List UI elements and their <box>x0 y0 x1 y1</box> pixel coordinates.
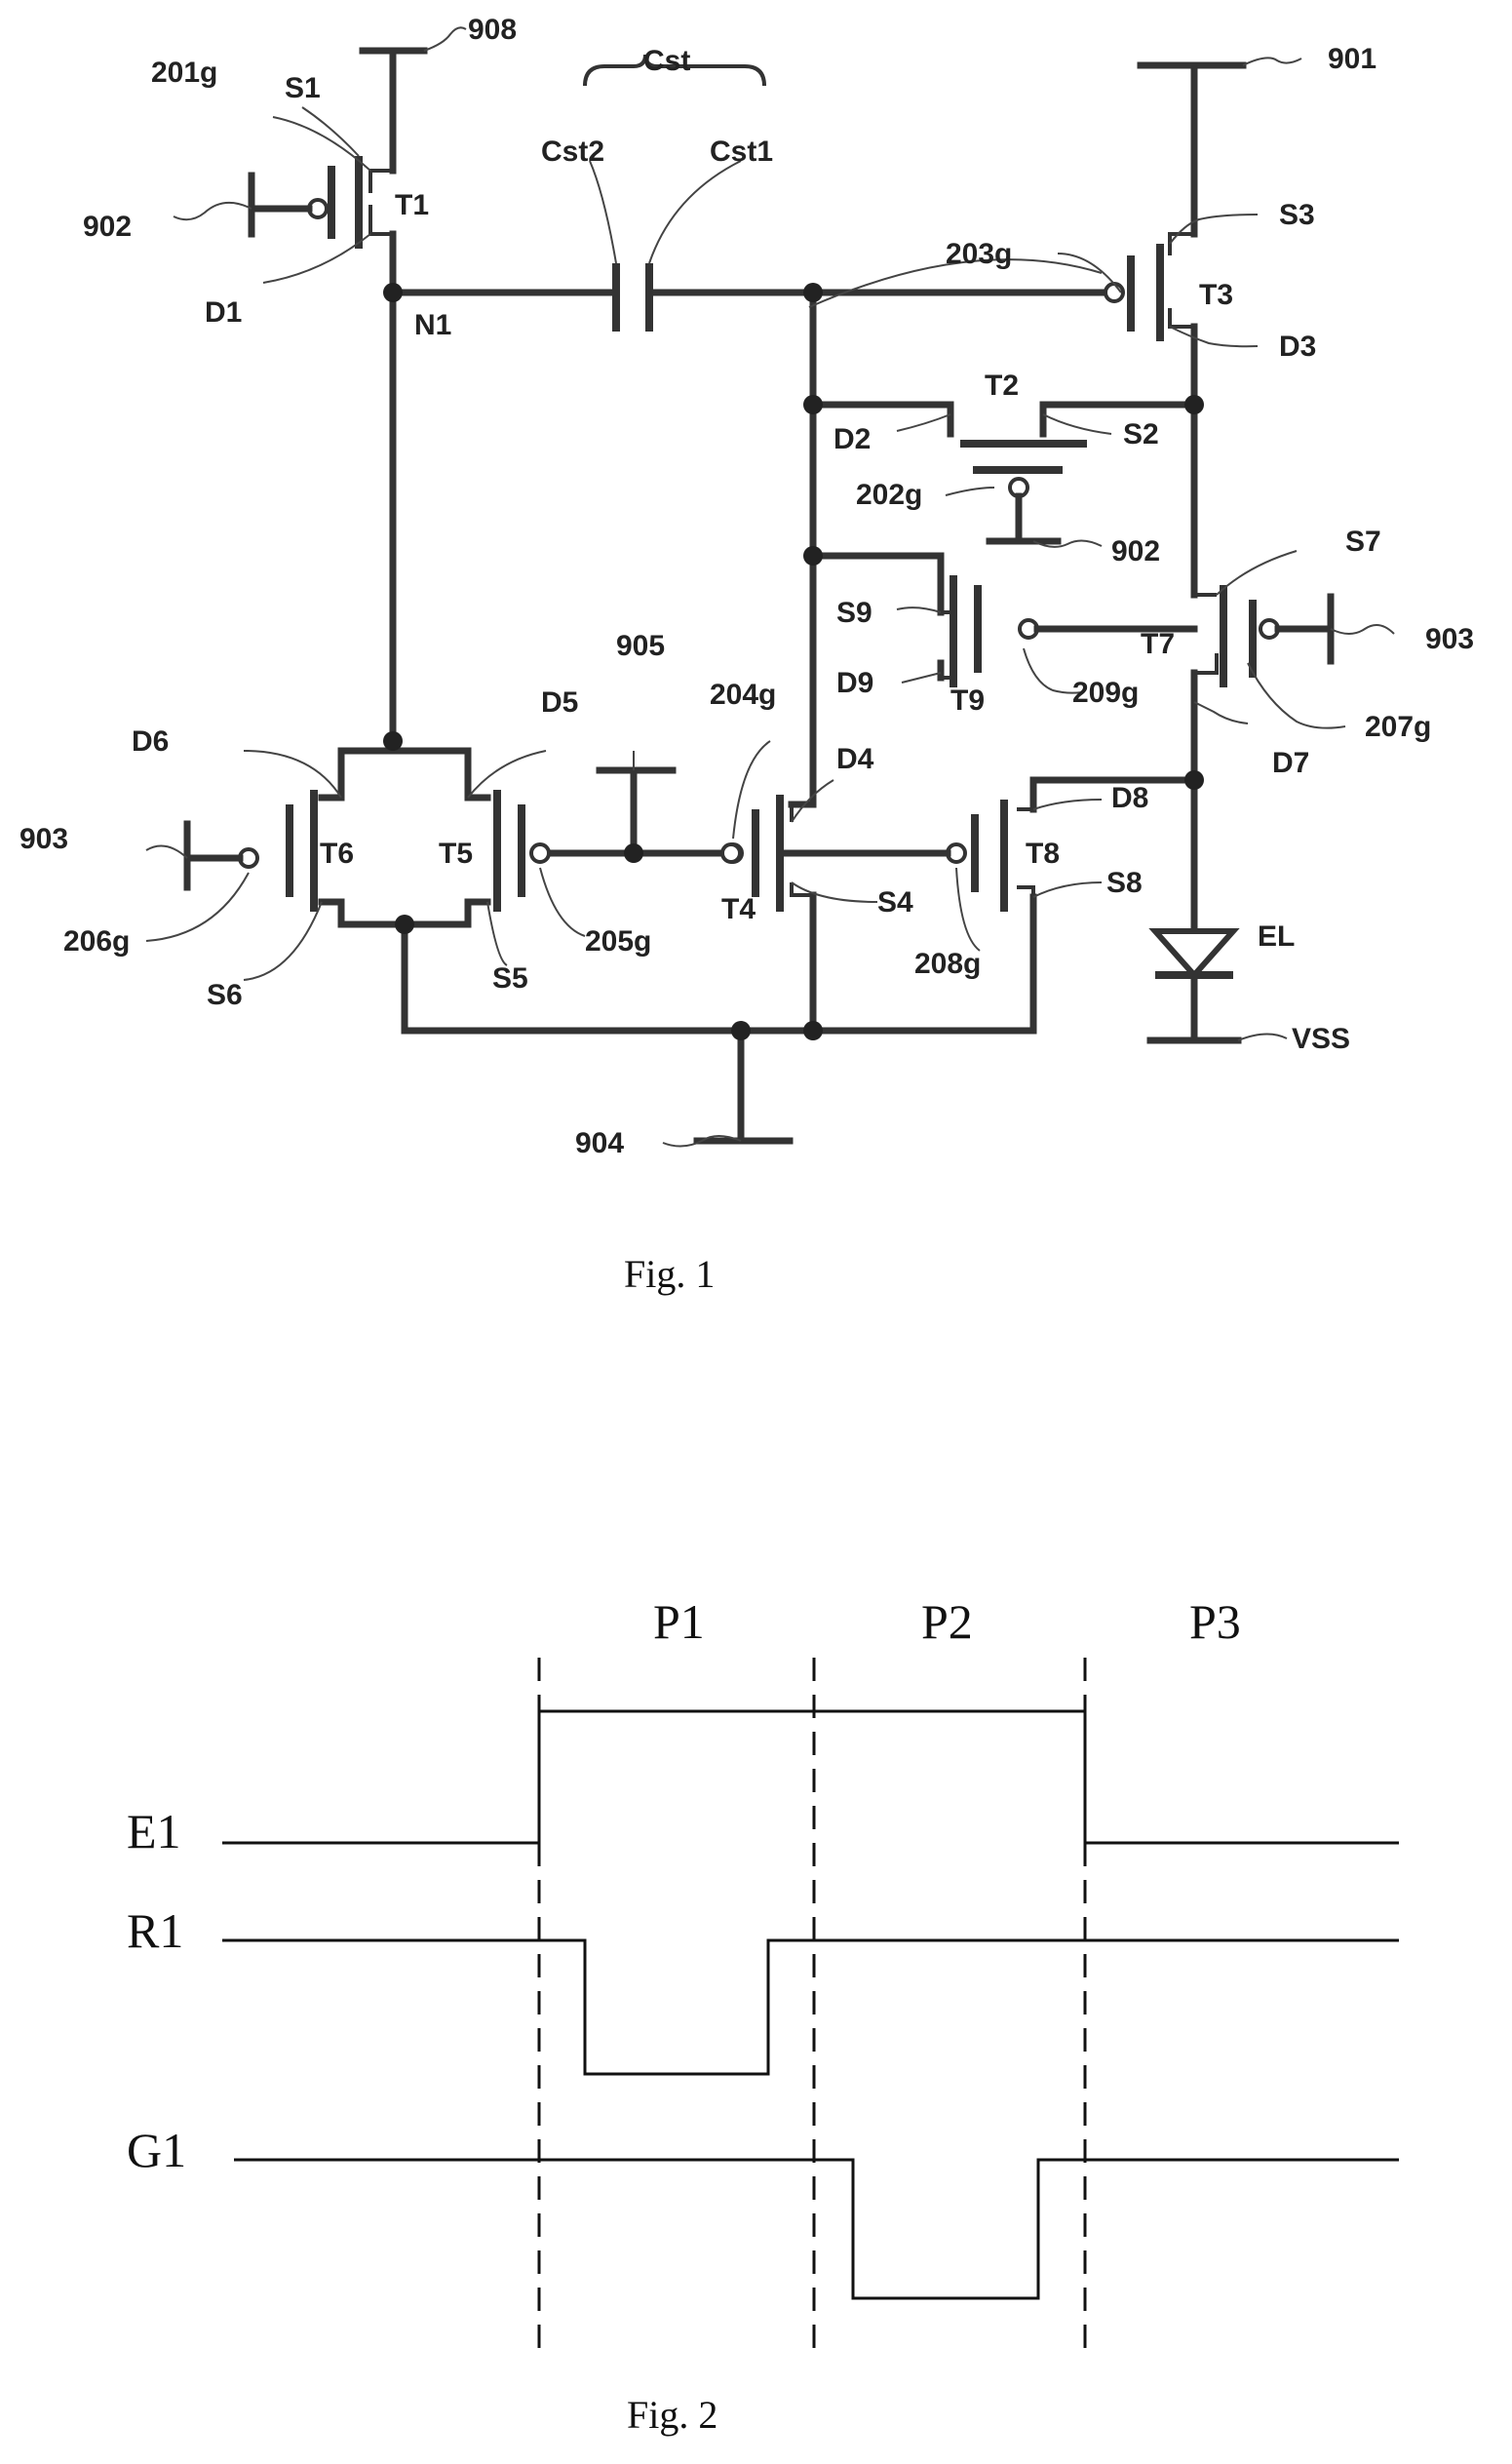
phase-label-p2: P2 <box>921 1594 973 1649</box>
label-s9: S9 <box>836 597 872 629</box>
label-201g: 201g <box>151 57 217 89</box>
label-202g: 202g <box>856 479 922 511</box>
label-903a: 903 <box>1425 623 1474 655</box>
label-d7: D7 <box>1272 747 1309 779</box>
label-t9: T9 <box>950 684 985 717</box>
label-s2: S2 <box>1123 418 1159 450</box>
label-903b: 903 <box>19 823 68 855</box>
transistor-t3 <box>1105 65 1243 595</box>
waveform-g1 <box>234 2160 1399 2298</box>
el-branch <box>1150 780 1238 1040</box>
label-902b: 902 <box>1111 535 1160 567</box>
label-d6: D6 <box>132 725 169 758</box>
label-t7: T7 <box>1141 628 1175 660</box>
label-cst1: Cst1 <box>710 136 773 168</box>
label-t8: T8 <box>1026 838 1060 870</box>
label-905: 905 <box>616 630 665 662</box>
label-t6: T6 <box>320 838 354 870</box>
label-901: 901 <box>1328 43 1376 75</box>
phase-label-p1: P1 <box>653 1594 705 1649</box>
label-908: 908 <box>468 14 517 46</box>
signal-label-e1: E1 <box>127 1804 181 1858</box>
label-s1: S1 <box>285 72 321 104</box>
label-206g: 206g <box>63 925 130 958</box>
label-s8: S8 <box>1106 867 1143 899</box>
label-902a: 902 <box>83 211 132 243</box>
label-t5: T5 <box>439 838 473 870</box>
transistor-t7 <box>1194 585 1331 780</box>
label-s5: S5 <box>492 962 528 995</box>
label-cst: Cst <box>643 45 690 77</box>
transistor-t4 <box>548 770 813 1031</box>
label-d3: D3 <box>1279 331 1316 363</box>
label-d2: D2 <box>834 423 871 455</box>
label-el: EL <box>1258 920 1295 953</box>
label-t3: T3 <box>1199 279 1233 311</box>
waveform-r1 <box>222 1940 1399 2074</box>
fig1-caption: Fig. 1 <box>624 1252 715 1296</box>
signal-label-r1: R1 <box>127 1903 183 1958</box>
label-s7: S7 <box>1345 526 1381 558</box>
waveform-e1 <box>222 1711 1399 1843</box>
label-cst2: Cst2 <box>541 136 604 168</box>
signal-label-g1: G1 <box>127 2123 186 2177</box>
transistor-t8 <box>780 780 1194 1031</box>
circuit-diagram: 908 201g S1 T1 902 D1 N1 Cst Cst2 Cst1 9… <box>19 14 1474 1296</box>
label-204g: 204g <box>710 679 776 711</box>
label-t1: T1 <box>395 189 429 221</box>
label-n1: N1 <box>414 309 451 341</box>
fig2-caption: Fig. 2 <box>627 2393 717 2437</box>
circuit-labels: 908 201g S1 T1 902 D1 N1 Cst Cst2 Cst1 9… <box>19 14 1474 1159</box>
label-d1: D1 <box>205 296 242 329</box>
label-d8: D8 <box>1111 782 1148 814</box>
label-205g: 205g <box>585 925 651 958</box>
label-vss: VSS <box>1292 1023 1350 1055</box>
label-s4: S4 <box>877 886 913 919</box>
phase-label-p3: P3 <box>1189 1594 1241 1649</box>
label-203g: 203g <box>946 238 1012 270</box>
timing-diagram: P1 P2 P3 E1 R1 G1 Fig. 2 <box>127 1594 1399 2437</box>
label-d5: D5 <box>541 686 578 719</box>
label-t4: T4 <box>721 893 756 925</box>
label-s3: S3 <box>1279 199 1315 231</box>
transistor-t5-t6 <box>187 741 813 1141</box>
label-d4: D4 <box>836 743 874 775</box>
junction-dots <box>383 283 1204 1040</box>
label-904: 904 <box>575 1127 624 1159</box>
label-207g: 207g <box>1365 711 1431 743</box>
label-s6: S6 <box>207 979 243 1011</box>
label-d9: D9 <box>836 667 873 699</box>
label-208g: 208g <box>914 948 981 980</box>
label-209g: 209g <box>1072 677 1139 709</box>
label-t2: T2 <box>985 370 1019 402</box>
capacitor-cst <box>393 55 1121 332</box>
